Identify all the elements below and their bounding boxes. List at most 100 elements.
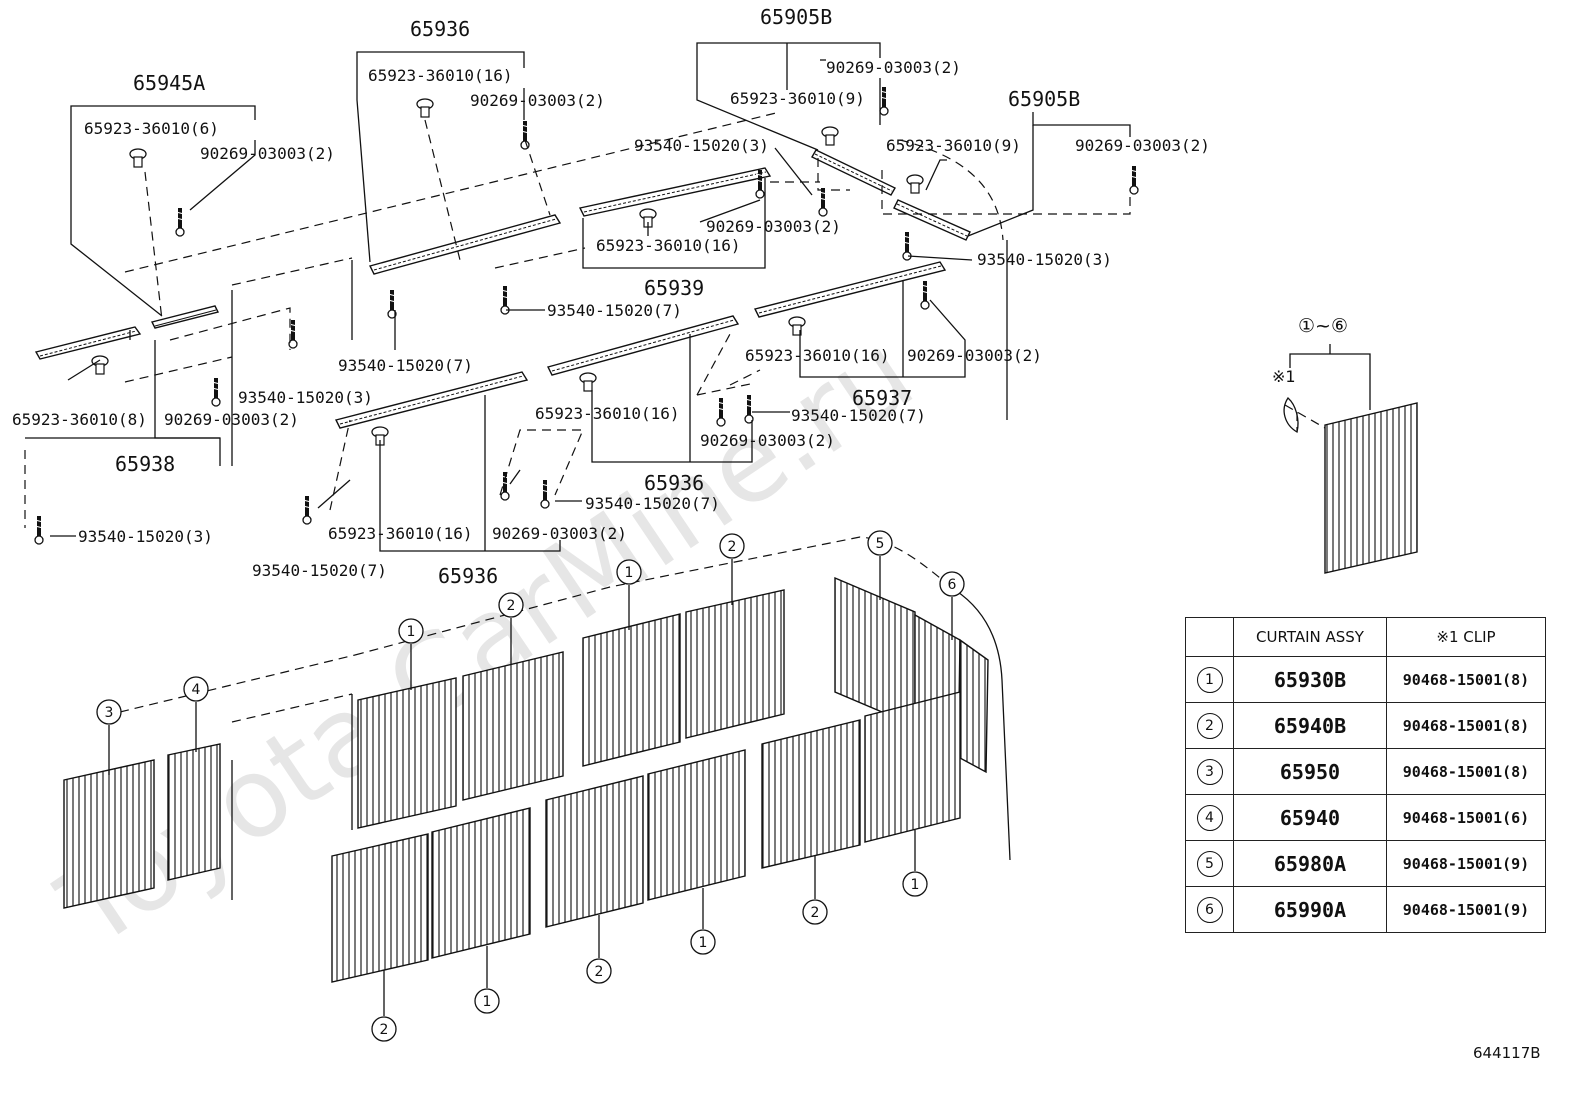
label-65936-mid: 65936 xyxy=(644,471,704,495)
callout-6: 6 xyxy=(939,571,965,640)
svg-text:2: 2 xyxy=(811,905,820,921)
label-65905b: 65905B xyxy=(760,5,832,29)
svg-text:4: 4 xyxy=(192,682,201,698)
curtain-panels xyxy=(63,402,1418,983)
table-header-blank xyxy=(1185,617,1234,657)
label-65938: 65938 xyxy=(115,452,175,476)
assy-cell: 65950 xyxy=(1233,748,1387,795)
callout-2: 2 xyxy=(586,915,612,984)
callout-2: 2 xyxy=(371,970,397,1042)
clip-cell: 90468-15001(6) xyxy=(1386,794,1546,841)
svg-text:65923-36010(16): 65923-36010(16) xyxy=(328,524,473,543)
svg-text:3: 3 xyxy=(105,705,114,721)
callout-1: 1 xyxy=(474,946,500,1014)
svg-text:93540-15020(3): 93540-15020(3) xyxy=(238,388,373,407)
table-row: 4 65940 90468-15001(6) xyxy=(1185,794,1546,841)
rail-65936-top xyxy=(368,214,562,275)
assy-cell: 65940B xyxy=(1233,702,1387,749)
inset-bracket xyxy=(1289,353,1371,410)
table-row: 3 65950 90468-15001(8) xyxy=(1185,748,1546,795)
assy-cell: 65980A xyxy=(1233,840,1387,887)
callout-2: 2 xyxy=(719,533,745,605)
reference-code: 644117B xyxy=(1473,1044,1541,1062)
rail-65905b-right xyxy=(893,199,971,241)
table-header-clip: ※1 CLIP xyxy=(1386,617,1546,657)
clip-cell: 90468-15001(8) xyxy=(1386,702,1546,749)
label-65905b-right: 65905B xyxy=(1008,87,1080,111)
callout-4: 4 xyxy=(183,676,209,752)
row-number: 4 xyxy=(1196,804,1223,831)
row-number: 6 xyxy=(1196,896,1223,923)
svg-text:65923-36010(16): 65923-36010(16) xyxy=(368,66,513,85)
table-header-assy: CURTAIN ASSY xyxy=(1233,617,1387,657)
rail-65945a xyxy=(150,305,220,329)
svg-text:90269-03003(2): 90269-03003(2) xyxy=(826,58,961,77)
svg-text:1: 1 xyxy=(911,877,920,893)
svg-text:2: 2 xyxy=(595,964,604,980)
svg-text:65923-36010(16): 65923-36010(16) xyxy=(596,236,741,255)
inset-range-label: ①~⑥ xyxy=(1298,315,1348,337)
rail-65936-left xyxy=(334,371,529,429)
svg-text:90269-03003(2): 90269-03003(2) xyxy=(164,410,299,429)
clip-cell: 90468-15001(9) xyxy=(1386,886,1546,933)
body-outline xyxy=(954,589,1011,861)
svg-text:90269-03003(2): 90269-03003(2) xyxy=(200,144,335,163)
row-number: 3 xyxy=(1196,758,1223,785)
clip-cell: 90468-15001(8) xyxy=(1386,656,1546,703)
table-row: 5 65980A 90468-15001(9) xyxy=(1185,840,1546,887)
svg-text:93540-15020(3): 93540-15020(3) xyxy=(634,136,769,155)
clip-cell: 90468-15001(8) xyxy=(1386,748,1546,795)
svg-text:90269-03003(2): 90269-03003(2) xyxy=(907,346,1042,365)
inset-clip xyxy=(1283,397,1299,433)
assy-cell: 65940 xyxy=(1233,794,1387,841)
part-labels: 65936 65905B 65945A 65923-36010(16) 9026… xyxy=(12,5,1348,588)
callout-3: 3 xyxy=(96,699,122,775)
table-row: 2 65940B 90468-15001(8) xyxy=(1185,702,1546,749)
svg-text:2: 2 xyxy=(728,539,737,555)
svg-text:2: 2 xyxy=(380,1022,389,1038)
svg-text:6: 6 xyxy=(948,577,957,593)
callout-1: 1 xyxy=(690,888,716,955)
clip-cell: 90468-15001(9) xyxy=(1386,840,1546,887)
table-row: 1 65930B 90468-15001(8) xyxy=(1185,656,1546,703)
svg-text:65923-36010(9): 65923-36010(9) xyxy=(886,136,1021,155)
row-number: 2 xyxy=(1196,712,1223,739)
svg-text:65923-36010(16): 65923-36010(16) xyxy=(535,404,680,423)
svg-text:1: 1 xyxy=(483,994,492,1010)
svg-text:1: 1 xyxy=(625,565,634,581)
assy-cell: 65930B xyxy=(1233,656,1387,703)
svg-text:90269-03003(2): 90269-03003(2) xyxy=(706,217,841,236)
svg-text:90269-03003(2): 90269-03003(2) xyxy=(700,431,835,450)
svg-text:93540-15020(7): 93540-15020(7) xyxy=(791,406,926,425)
svg-text:93540-15020(3): 93540-15020(3) xyxy=(78,527,213,546)
svg-text:65923-36010(16): 65923-36010(16) xyxy=(745,346,890,365)
svg-text:5: 5 xyxy=(876,536,885,552)
callout-1: 1 xyxy=(616,559,642,630)
rail-65938 xyxy=(34,326,142,360)
label-65939: 65939 xyxy=(644,276,704,300)
label-65945a: 65945A xyxy=(133,71,205,95)
svg-text:2: 2 xyxy=(507,598,516,614)
rail-65936-mid xyxy=(546,315,740,376)
callout-2: 2 xyxy=(498,592,524,664)
svg-text:93540-15020(3): 93540-15020(3) xyxy=(977,250,1112,269)
svg-text:1: 1 xyxy=(699,935,708,951)
callout-1: 1 xyxy=(398,618,424,690)
dashed-lines xyxy=(24,111,1326,723)
svg-text:93540-15020(7): 93540-15020(7) xyxy=(547,301,682,320)
inset-panel xyxy=(1324,402,1418,574)
callouts: 1 2 1 2 5 6 3 4 2 1 2 1 2 1 xyxy=(96,530,965,1042)
assy-cell: 65990A xyxy=(1233,886,1387,933)
svg-text:93540-15020(7): 93540-15020(7) xyxy=(585,494,720,513)
rail-65937 xyxy=(753,261,947,318)
callout-1: 1 xyxy=(902,830,928,897)
svg-text:93540-15020(7): 93540-15020(7) xyxy=(252,561,387,580)
table-header-row: CURTAIN ASSY ※1 CLIP xyxy=(1185,617,1546,657)
curtain-assy-table: CURTAIN ASSY ※1 CLIP 1 65930B 90468-1500… xyxy=(1185,617,1546,933)
rail-65939 xyxy=(578,167,772,217)
svg-text:90269-03003(2): 90269-03003(2) xyxy=(1075,136,1210,155)
row-number: 1 xyxy=(1196,666,1223,693)
svg-text:65923-36010(6): 65923-36010(6) xyxy=(84,119,219,138)
callout-2: 2 xyxy=(802,856,828,925)
